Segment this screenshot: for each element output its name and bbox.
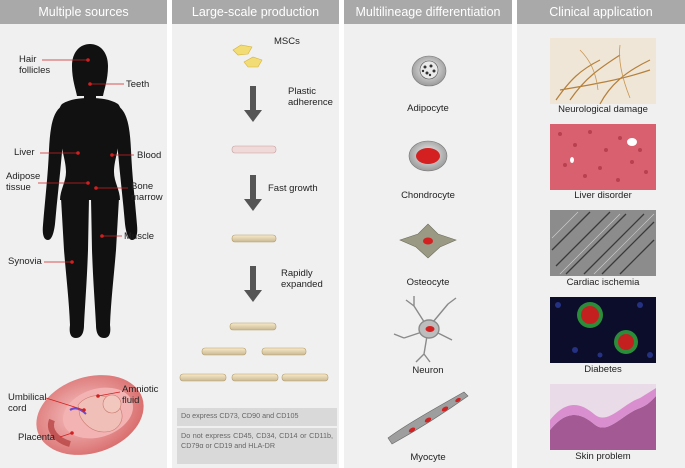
- label-blood: Blood: [137, 150, 162, 161]
- label-adipose-tissue: Adipose tissue: [6, 171, 41, 193]
- msc-cells: [232, 44, 263, 68]
- label-hair-follicles: Hair follicles: [19, 54, 51, 76]
- label-skin-problem: Skin problem: [575, 451, 631, 462]
- label-chondrocyte: Chondrocyte: [401, 190, 455, 201]
- label-liver-disorder: Liver disorder: [574, 190, 632, 201]
- osteocyte-cell: [399, 223, 457, 259]
- label-plastic-adherence: Plastic adherence: [288, 86, 333, 108]
- neuron-cell: [393, 296, 457, 363]
- header-multilineage-differentiation: Multilineage differentiation: [344, 0, 512, 24]
- photo-neurological: [550, 38, 656, 105]
- label-amniotic-fluid: Amniotic fluid: [122, 384, 159, 406]
- label-diabetes: Diabetes: [584, 364, 622, 375]
- photo-diabetes: [550, 297, 656, 363]
- body-pointers: [38, 58, 134, 264]
- marker-negative-box: Do not express CD45, CD34, CD14 or CD11b…: [177, 428, 337, 464]
- adipocyte-cell: [411, 55, 447, 87]
- culture-dishes: [179, 145, 329, 382]
- label-neuron: Neuron: [412, 365, 444, 376]
- column-large-scale-production: Large-scale production: [172, 0, 339, 468]
- marker-negative-text: Do not express CD45, CD34, CD14 or CD11b…: [181, 431, 333, 450]
- process-arrows: [244, 86, 262, 302]
- header-clinical-application: Clinical application: [517, 0, 685, 24]
- marker-positive-text: Do express CD73, CD90 and CD105: [181, 411, 299, 420]
- label-bone-marrow: Bone marrow: [131, 181, 163, 203]
- label-adipocyte: Adipocyte: [407, 103, 449, 114]
- marker-positive-box: Do express CD73, CD90 and CD105: [177, 408, 337, 426]
- header-large-scale-production: Large-scale production: [172, 0, 339, 24]
- label-osteocyte: Osteocyte: [406, 277, 450, 288]
- label-umbilical-cord: Umbilical cord: [8, 392, 47, 414]
- label-muscle: Muscle: [124, 231, 155, 242]
- header-multiple-sources: Multiple sources: [0, 0, 167, 24]
- label-liver: Liver: [14, 147, 35, 158]
- label-teeth: Teeth: [126, 79, 150, 90]
- label-rapidly-expanded: Rapidly expanded: [281, 268, 323, 290]
- chondrocyte-cell: [408, 140, 448, 172]
- label-fast-growth: Fast growth: [268, 183, 318, 194]
- photo-skin: [550, 384, 656, 450]
- label-placenta: Placenta: [18, 432, 55, 443]
- womb-pointers: [45, 391, 121, 438]
- human-silhouette: [42, 44, 138, 338]
- womb-illustration: [36, 375, 144, 455]
- label-cardiac-ischemia: Cardiac ischemia: [566, 277, 640, 288]
- myocyte-cell: [387, 391, 469, 445]
- label-myocyte: Myocyte: [410, 452, 446, 463]
- label-synovia: Synovia: [8, 256, 42, 267]
- photo-liver: [550, 124, 656, 190]
- photo-cardiac: [550, 210, 656, 276]
- label-mscs: MSCs: [274, 36, 300, 47]
- label-neurological-damage: Neurological damage: [558, 104, 648, 115]
